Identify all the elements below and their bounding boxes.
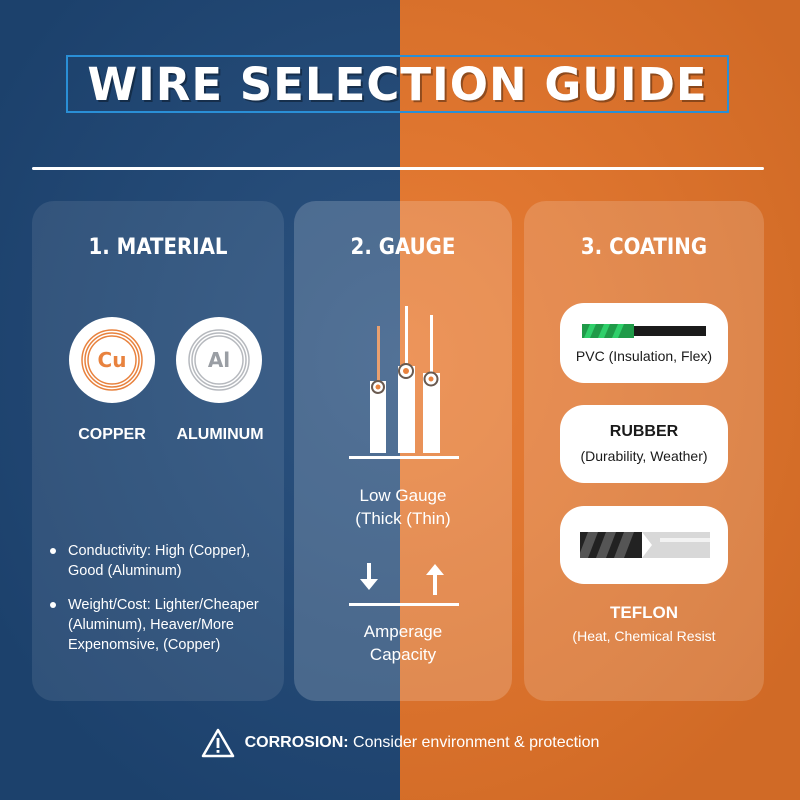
- divider: [32, 167, 764, 170]
- copper-coil-icon: Cu: [69, 317, 155, 403]
- gauge-panel: 2. GAUGE Low Gauge (Thick (Thin) Amperag…: [294, 201, 512, 701]
- copper-symbol: Cu: [97, 348, 127, 372]
- aluminum-symbol: Al: [207, 348, 231, 372]
- footer-strong: CORROSION:: [244, 734, 349, 751]
- bullet-dot: [50, 548, 56, 554]
- bullet-weight-cost: Weight/Cost: Lighter/Cheaper (Aluminum),…: [50, 595, 275, 655]
- footer-note: CORROSION: Consider environment & protec…: [0, 728, 800, 758]
- page-title: WIRE SELECTION GUIDE: [87, 57, 708, 111]
- warning-icon: [201, 728, 234, 758]
- aluminum-label: ALUMINUM: [176, 426, 264, 443]
- pvc-wire-icon: [582, 324, 706, 338]
- aluminum-coil-icon: Al: [176, 317, 262, 403]
- rubber-desc: (Durability, Weather): [580, 448, 708, 464]
- coating-panel: 3. COATING PVC (Insulation, Flex) RUBBER…: [524, 201, 764, 701]
- rubber-name: RUBBER: [609, 423, 679, 440]
- bullet-dot: [50, 602, 56, 608]
- teflon-desc: (Heat, Chemical Resist: [572, 628, 716, 644]
- rubber-card: RUBBER (Durability, Weather): [560, 405, 728, 483]
- gauge-label-1: Low Gauge: [359, 486, 447, 505]
- pvc-label: PVC (Insulation, Flex): [575, 348, 713, 364]
- teflon-wire-icon: [580, 532, 710, 558]
- teflon-name: TEFLON: [610, 603, 678, 622]
- wire-gauge-icon: [349, 306, 459, 459]
- pvc-card: PVC (Insulation, Flex): [560, 303, 728, 383]
- material-panel: 1. MATERIAL Cu COPPER Al ALUMINUM Conduc…: [32, 201, 284, 701]
- copper-label: COPPER: [78, 426, 146, 443]
- teflon-card: [560, 506, 728, 584]
- coating-heading: 3. COATING: [580, 235, 708, 260]
- title-box: WIRE SELECTION GUIDE: [66, 55, 729, 113]
- gauge-heading: 2. GAUGE: [350, 235, 456, 260]
- capacity-label-2: Capacity: [369, 645, 437, 664]
- bullet-conductivity: Conductivity: High (Copper), Good (Alumi…: [50, 541, 275, 581]
- material-bullets: Conductivity: High (Copper), Good (Alumi…: [50, 541, 275, 669]
- up-down-arrows-icon: [349, 563, 459, 606]
- material-heading: 1. MATERIAL: [88, 235, 228, 260]
- footer-text: Consider environment & protection: [353, 734, 600, 751]
- capacity-label-1: Amperage: [363, 622, 443, 641]
- gauge-label-2: (Thick (Thin): [355, 509, 451, 528]
